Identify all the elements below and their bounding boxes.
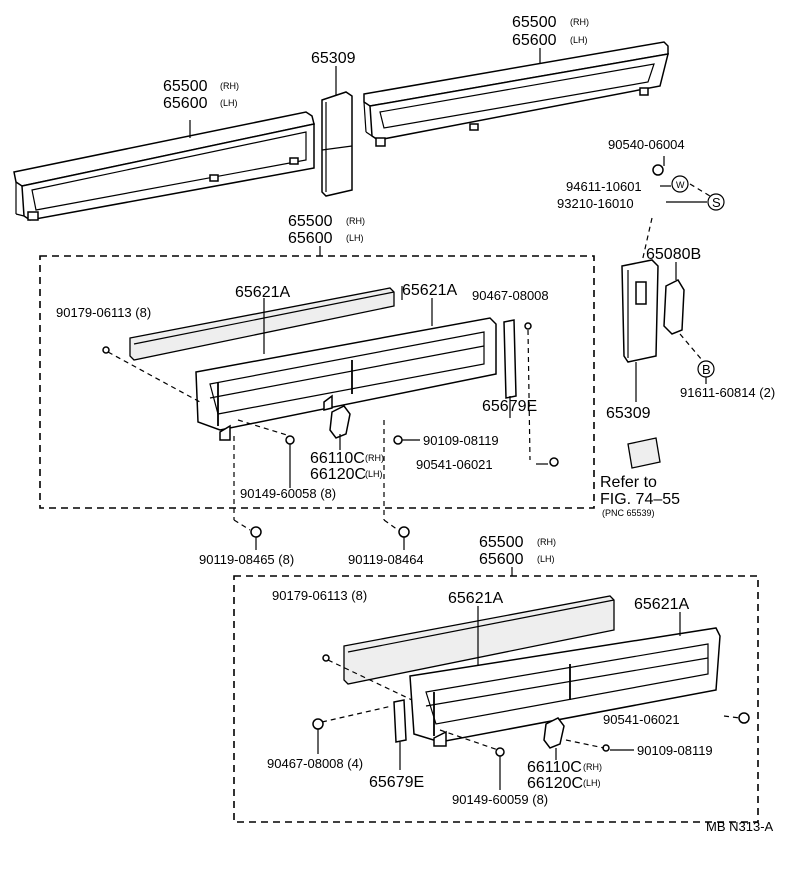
post-top [321,66,353,197]
bracket-65080: 65080B [646,246,701,263]
between-bolts [233,519,410,550]
g2-nut-90467: 90467-08008 (4) [267,756,363,771]
g1-nut-90467: 90467-08008 [472,288,549,303]
nut-90540: 90540-06004 [608,137,685,152]
group1-number-lh: 65600 [288,230,333,247]
post-top-number: 65309 [311,50,356,67]
drawing-code: MB N313-A [706,819,774,834]
lh-tag: (LH) [583,778,601,788]
g2-lock-rh: 66110C [527,759,582,776]
lh-tag: (LH) [537,554,555,564]
side-panel-top-right [363,41,670,147]
g1-nut-90541: 90541-06021 [416,457,493,472]
part-number-rh: 65500 [163,78,208,95]
spring-93210: 93210-16010 [557,196,634,211]
g2-rail-a-right: 65621A [634,596,689,613]
group1-parts [102,286,559,520]
g1-hinge-65679: 65679E [482,398,537,415]
rh-tag: (RH) [537,537,556,547]
g2-rail-a-left: 65621A [448,590,503,607]
refer-line2: FIG. 74–55 [600,491,680,508]
g1-bolt-90109: 90109-08119 [423,433,499,448]
g1-bolt-90149: 90149-60058 (8) [240,486,336,501]
refer-line1: Refer to [600,474,657,491]
g2-nut-90541: 90541-06021 [603,712,680,727]
lh-tag: (LH) [220,98,238,108]
group2-number-rh: 65500 [479,534,524,551]
rh-tag: (RH) [220,81,239,91]
refer-line3: (PNC 65539) [602,508,655,518]
g1-bolt-90179: 90179-06113 (8) [56,305,151,320]
lh-tag: (LH) [570,35,588,45]
bolt-90119-a: 90119-08465 (8) [199,552,294,567]
part-number-lh: 65600 [163,95,208,112]
group2-parts [312,595,750,790]
g2-bolt-90149: 90149-60059 (8) [452,792,548,807]
g1-rail-a-right: 65621A [402,282,457,299]
part-number-lh: 65600 [512,32,557,49]
screw-marker-b: B [702,362,711,377]
g2-bolt-90109: 90109-08119 [637,743,713,758]
g1-lock-lh: 66120C [310,466,366,483]
rh-tag: (RH) [570,17,589,27]
rh-tag: (RH) [365,453,384,463]
post-assembly [621,156,725,469]
g2-hinge-65679: 65679E [369,774,424,791]
group1-number-rh: 65500 [288,213,333,230]
side-panel-top-left [13,111,315,221]
group2-frame [233,575,759,823]
lh-tag: (LH) [346,233,364,243]
screw-91611: 91611-60814 (2) [680,385,775,400]
g2-lock-lh: 66120C [527,775,583,792]
post-65309: 65309 [606,405,651,422]
part-number-rh: 65500 [512,14,557,31]
g1-lock-rh: 66110C [310,450,365,467]
group1-frame [39,255,595,509]
g1-rail-a-left: 65621A [235,284,290,301]
lh-tag: (LH) [365,469,383,479]
bolt-90119-b: 90119-08464 [348,552,424,567]
rh-tag: (RH) [583,762,602,772]
washer-94611: 94611-10601 [566,179,642,194]
group2-number-lh: 65600 [479,551,524,568]
washer-marker-w: W [676,180,685,190]
g2-bolt-90179: 90179-06113 (8) [272,588,367,603]
spring-marker-s: S [712,195,721,210]
rh-tag: (RH) [346,216,365,226]
